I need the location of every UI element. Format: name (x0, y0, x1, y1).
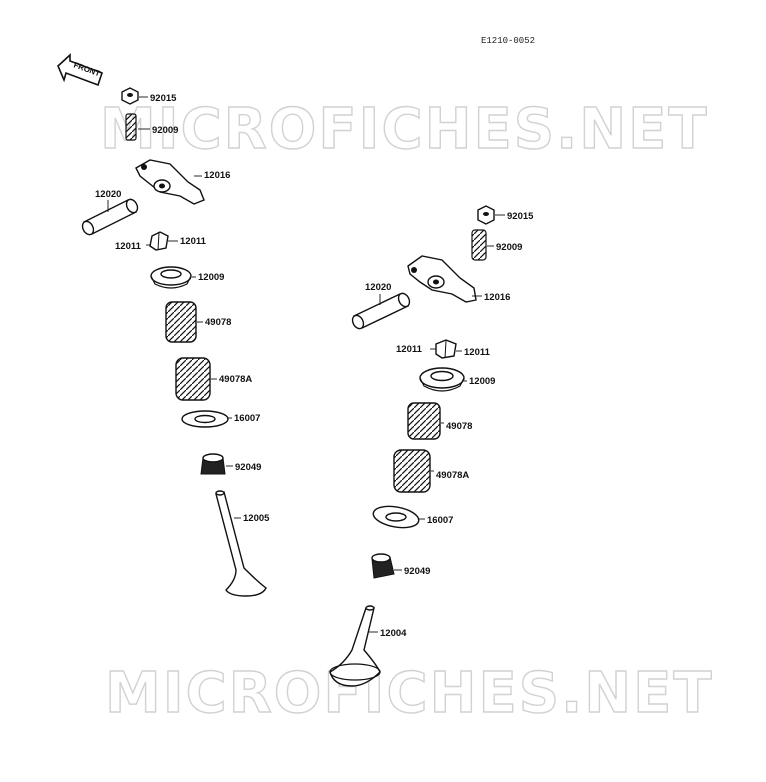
left-adjust-screw-icon (125, 113, 137, 141)
left-label-rocker-arm: 12016 (204, 170, 230, 181)
left-label-inner-spring: 49078 (205, 317, 231, 328)
left-label-retainer: 12009 (198, 272, 224, 283)
right-rocker-arm-icon (407, 255, 477, 303)
right-label-cotter-b: 12011 (464, 347, 491, 358)
left-exhaust-valve-icon (215, 490, 267, 597)
left-label-nut: 92015 (150, 93, 177, 104)
right-cotter-icon (435, 339, 457, 359)
left-label-cotter-b: 12011 (180, 236, 207, 247)
left-rocker-shaft-icon (81, 198, 139, 236)
right-inner-spring-icon (407, 402, 441, 440)
right-label-retainer: 12009 (469, 376, 495, 387)
right-valve-seal-icon (371, 553, 395, 579)
right-label-screw: 92009 (496, 242, 522, 253)
watermark-bottom: MICROFICHES.NET (105, 661, 714, 726)
right-label-shaft: 12020 (365, 282, 391, 293)
right-label-outer-spring: 49078A (436, 470, 469, 481)
right-spring-retainer-icon (419, 367, 465, 392)
left-inner-spring-icon (165, 301, 197, 343)
right-label-inner-spring: 49078 (446, 421, 472, 432)
left-label-screw: 92009 (152, 125, 178, 136)
right-label-valve: 12004 (380, 628, 407, 639)
left-valve-seal-icon (200, 453, 226, 475)
left-label-seal: 92049 (235, 462, 261, 473)
right-nut-icon (477, 205, 495, 225)
left-spring-seat-icon (181, 410, 229, 428)
right-label-seal: 92049 (404, 566, 430, 577)
left-label-shaft: 12020 (95, 189, 121, 200)
right-rocker-shaft-icon (351, 292, 411, 330)
front-arrow-icon: FRONT (57, 53, 104, 87)
left-rocker-arm-icon (135, 159, 205, 205)
right-label-seat: 16007 (427, 515, 453, 526)
left-outer-spring-icon (175, 357, 211, 401)
right-label-nut: 92015 (507, 211, 534, 222)
left-label-seat: 16007 (234, 413, 260, 424)
left-spring-retainer-icon (150, 266, 192, 289)
right-outer-spring-icon (393, 449, 431, 493)
left-nut-icon (121, 87, 139, 105)
right-adjust-screw-icon (471, 229, 487, 261)
left-label-valve: 12005 (243, 513, 270, 524)
left-label-cotter-a: 12011 (115, 241, 142, 252)
watermark-top: MICROFICHES.NET (100, 97, 709, 162)
left-cotter-icon (149, 231, 169, 251)
right-spring-seat-icon (372, 505, 420, 529)
left-label-outer-spring: 49078A (219, 374, 252, 385)
right-label-cotter-a: 12011 (396, 344, 423, 355)
diagram-code: E1210-0052 (481, 36, 535, 46)
right-label-rocker-arm: 12016 (484, 292, 510, 303)
right-intake-valve-icon (329, 605, 381, 687)
